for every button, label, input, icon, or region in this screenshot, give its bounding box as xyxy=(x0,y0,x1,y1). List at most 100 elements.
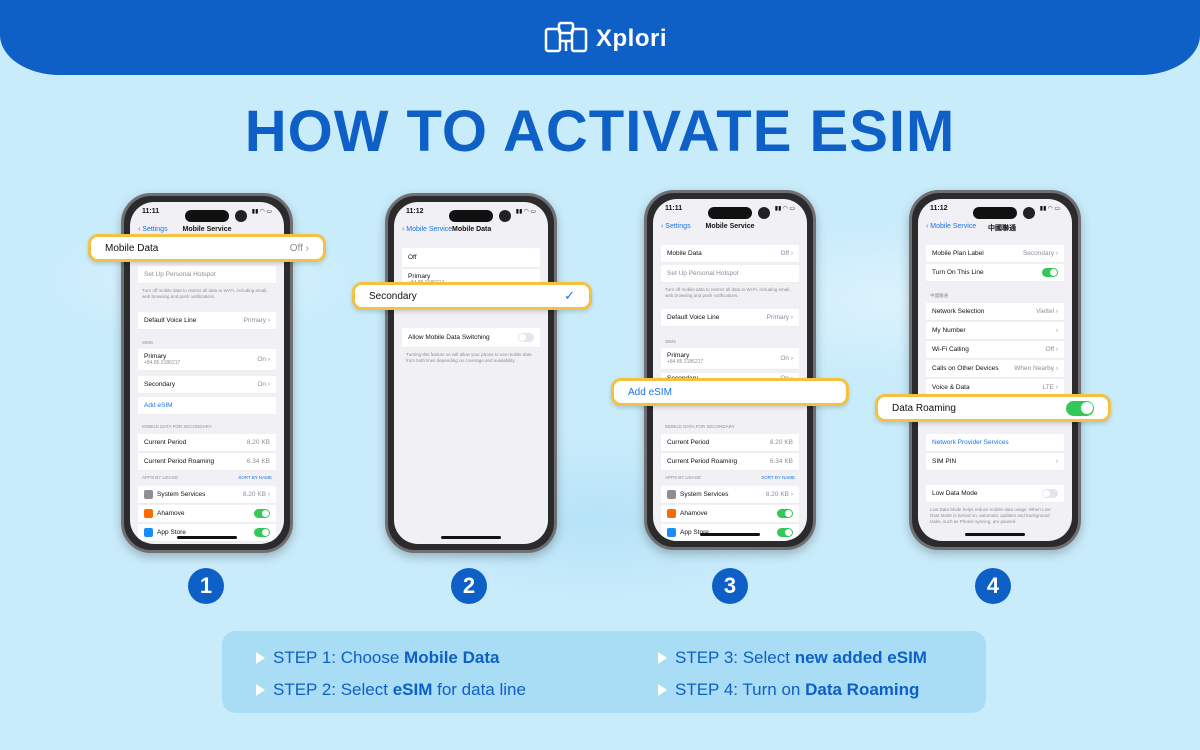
signal-wifi-battery-icon: ▮▮ ◠ ▭ xyxy=(251,209,272,215)
mobile-data-secondary-section: Mobile data for secondary xyxy=(665,424,735,429)
phone-step-4: 11:12 ▮▮ ◠ ▭ ‹ Mobile Service 中國聯通 Mobil… xyxy=(909,190,1081,550)
dynamic-island xyxy=(185,210,247,222)
nav-title: Mobile Service xyxy=(705,223,755,230)
step-2-text: STEP 2: Select eSIM for data line xyxy=(256,680,526,700)
status-bar: 11:12 ▮▮ ◠ ▭ xyxy=(930,205,1060,212)
phone-step-2: 11:12 ▮▮ ◠ ▭ ‹ Mobile Service Mobile Dat… xyxy=(385,193,557,553)
signal-wifi-battery-icon: ▮▮ ◠ ▭ xyxy=(1039,206,1060,212)
step-number-1: 1 xyxy=(188,568,224,604)
callout-secondary[interactable]: Secondary✓ xyxy=(352,282,592,310)
play-triangle-icon xyxy=(658,652,667,664)
phone-screen: 11:12 ▮▮ ◠ ▭ ‹ Mobile Service 中國聯通 Mobil… xyxy=(918,199,1072,541)
allow-switching-row[interactable]: Allow Mobile Data Switching xyxy=(402,328,540,348)
back-button[interactable]: ‹ Settings xyxy=(138,226,168,233)
sims-section: SIMs xyxy=(665,339,677,344)
brand-logo: Xplori xyxy=(544,20,667,58)
step-3-text: STEP 3: Select new added eSIM xyxy=(658,648,927,668)
apps-by-usage-section: Apps by usageSort by name xyxy=(665,475,795,480)
allow-switching-toggle[interactable] xyxy=(518,333,534,342)
play-triangle-icon xyxy=(256,652,265,664)
nav-bar: ‹ Mobile Service Mobile Data xyxy=(394,226,548,240)
hotspot-row[interactable]: Set Up Personal Hotspot xyxy=(138,266,276,284)
app-store-toggle[interactable] xyxy=(777,528,793,537)
play-triangle-icon xyxy=(658,684,667,696)
gear-icon xyxy=(667,490,676,499)
checkmark-icon: ✓ xyxy=(564,288,575,303)
carrier-section: 中國聯通 xyxy=(930,293,948,298)
step-1-text: STEP 1: Choose Mobile Data xyxy=(256,648,499,668)
ahamove-toggle[interactable] xyxy=(777,509,793,518)
turn-on-line-row[interactable]: Turn On This Line xyxy=(926,264,1064,282)
callout-data-roaming[interactable]: Data Roaming xyxy=(875,394,1111,422)
app-row-ahamove[interactable]: Ahamove xyxy=(138,505,276,523)
steps-panel: STEP 1: Choose Mobile Data STEP 2: Selec… xyxy=(222,631,986,713)
option-off-row[interactable]: Off xyxy=(402,248,540,268)
back-button[interactable]: ‹ Mobile Service xyxy=(926,223,977,230)
home-indicator xyxy=(441,536,501,539)
status-bar: 11:12 ▮▮ ◠ ▭ xyxy=(406,208,536,215)
low-data-mode-toggle[interactable] xyxy=(1042,489,1058,498)
sim-pin-row[interactable]: SIM PIN› xyxy=(926,453,1064,471)
sort-by-name-link[interactable]: Sort by name xyxy=(761,475,795,480)
home-indicator xyxy=(965,533,1025,536)
back-button[interactable]: ‹ Settings xyxy=(661,223,691,230)
ahamove-toggle[interactable] xyxy=(254,509,270,518)
phone-screen: 11:11 ▮▮ ◠ ▭ ‹ Settings Mobile Service M… xyxy=(653,199,807,541)
play-triangle-icon xyxy=(256,684,265,696)
sims-section: SIMs xyxy=(142,340,154,345)
phone-step-3: 11:11 ▮▮ ◠ ▭ ‹ Settings Mobile Service M… xyxy=(644,190,816,550)
home-indicator xyxy=(177,536,237,539)
step-4-text: STEP 4: Turn on Data Roaming xyxy=(658,680,919,700)
ahamove-app-icon xyxy=(667,509,676,518)
dynamic-island xyxy=(708,207,770,219)
app-row-app-store[interactable]: App Store xyxy=(138,524,276,542)
my-number-row[interactable]: My Number› xyxy=(926,322,1064,340)
status-bar: 11:11 ▮▮ ◠ ▭ xyxy=(665,205,795,212)
turn-on-line-toggle[interactable] xyxy=(1042,268,1058,277)
apps-by-usage-section: Apps by usageSort by name xyxy=(142,475,272,480)
nav-bar: ‹ Mobile Service 中國聯通 xyxy=(918,223,1072,237)
app-store-toggle[interactable] xyxy=(254,528,270,537)
low-data-note: Low Data Mode helps reduce mobile data u… xyxy=(930,507,1051,524)
dynamic-island xyxy=(449,210,511,222)
callout-add-esim[interactable]: Add eSIM xyxy=(611,378,849,406)
nav-title: Mobile Data xyxy=(452,226,492,233)
app-row-app-store[interactable]: App Store xyxy=(661,524,799,541)
nav-title: Mobile Service xyxy=(182,226,232,233)
step-number-2: 2 xyxy=(451,568,487,604)
app-row-ahamove[interactable]: Ahamove xyxy=(661,505,799,523)
phone-screen: 11:12 ▮▮ ◠ ▭ ‹ Mobile Service Mobile Dat… xyxy=(394,202,548,544)
add-esim-row[interactable]: Add eSIM xyxy=(138,397,276,415)
dynamic-island xyxy=(973,207,1035,219)
gear-icon xyxy=(144,490,153,499)
step-number-4: 4 xyxy=(975,568,1011,604)
switching-note: Turning this feature on will allow your … xyxy=(406,352,532,363)
low-data-mode-row[interactable]: Low Data Mode xyxy=(926,485,1064,503)
network-provider-row[interactable]: Network Provider Services xyxy=(926,434,1064,452)
nav-bar: ‹ Settings Mobile Service xyxy=(130,226,284,240)
xplori-logo-icon xyxy=(544,21,588,53)
app-store-icon xyxy=(144,528,153,537)
hotspot-row[interactable]: Set Up Personal Hotspot xyxy=(661,265,799,283)
nav-bar: ‹ Settings Mobile Service xyxy=(653,223,807,237)
back-button[interactable]: ‹ Mobile Service xyxy=(402,226,453,233)
data-roaming-toggle[interactable] xyxy=(1066,400,1094,416)
sort-by-name-link[interactable]: Sort by name xyxy=(238,475,272,480)
